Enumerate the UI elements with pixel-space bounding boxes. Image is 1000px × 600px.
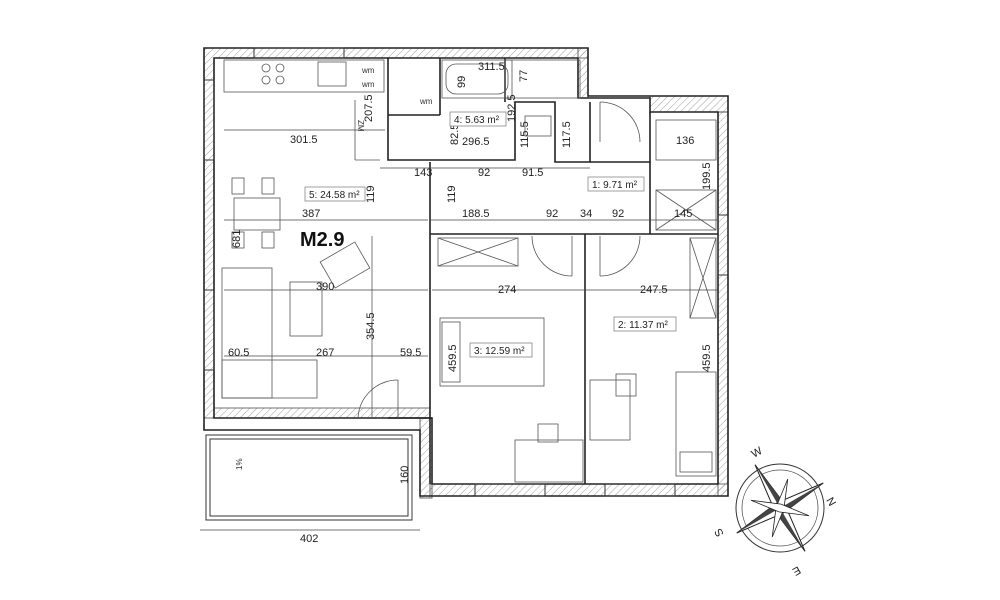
dim-390: 390: [316, 281, 334, 293]
compass-south: S: [713, 526, 727, 538]
slope-marker: 1%: [235, 458, 244, 470]
room-label-5: 5: 24.58 m²: [309, 190, 360, 201]
dim-119-a: 119: [365, 185, 377, 203]
dim-82-5: 82.5: [449, 124, 461, 145]
compass-west: W: [750, 445, 766, 461]
dim-354-5: 354.5: [365, 312, 377, 340]
dim-77: 77: [518, 70, 530, 82]
dim-145: 145: [674, 208, 692, 220]
room-label-4: 4: 5.63 m²: [454, 115, 500, 126]
dim-60-5: 60.5: [228, 347, 249, 359]
dim-59-5: 59.5: [400, 347, 421, 359]
room-label-1: 1: 9.71 m²: [592, 180, 638, 191]
dim-92-a: 92: [478, 167, 490, 179]
dim-192-5: 192.5: [506, 94, 518, 122]
fixture-markers: wm wm wm ZM 1%: [235, 66, 433, 470]
dim-160: 160: [399, 466, 411, 484]
unit-label: M2.9: [300, 229, 344, 251]
dim-274: 274: [498, 284, 516, 296]
furniture: [221, 59, 717, 483]
dim-247-5: 247.5: [640, 284, 668, 296]
dim-119-b: 119: [446, 185, 458, 203]
room-labels: 5: 24.58 m² 4: 5.63 m² 1: 9.71 m² 3: 12.…: [300, 111, 677, 358]
dim-92-c: 92: [612, 208, 624, 220]
balcony: [205, 434, 413, 521]
dim-267: 267: [316, 347, 334, 359]
dim-296-5: 296.5: [462, 136, 490, 148]
room-label-2: 2: 11.37 m²: [618, 320, 669, 331]
dimension-labels: 311.5 99 77 207.5 192.5 82.5 296.5 115.5…: [228, 61, 713, 545]
wall-outline: [203, 47, 729, 497]
dim-207-5: 207.5: [363, 94, 375, 122]
dimension-lines: [200, 129, 718, 531]
dim-311-5: 311.5: [478, 61, 505, 73]
dim-92-b: 92: [546, 208, 558, 220]
dim-459-5-b: 459.5: [701, 344, 713, 372]
compass-north: N: [823, 496, 837, 509]
dim-188-5: 188.5: [462, 208, 490, 220]
wm-marker-1: wm: [361, 66, 375, 75]
dim-387: 387: [302, 208, 320, 220]
zm-marker: ZM: [356, 120, 365, 132]
wm-marker-2: wm: [361, 80, 375, 89]
wm-marker-3: wm: [419, 97, 433, 106]
compass-east: E: [790, 563, 802, 577]
dim-301-5: 301.5: [290, 134, 318, 146]
doors: [357, 101, 641, 419]
dim-136: 136: [676, 135, 694, 147]
dim-459-5-a: 459.5: [447, 344, 459, 372]
dim-143: 143: [414, 167, 432, 179]
room-label-3: 3: 12.59 m²: [474, 346, 525, 357]
dim-91-5: 91.5: [522, 167, 543, 179]
dim-34: 34: [580, 208, 592, 220]
dim-99: 99: [456, 76, 468, 88]
dim-681: 681: [231, 230, 243, 248]
dim-115-5: 115.5: [519, 121, 531, 148]
dim-117-5: 117.5: [561, 121, 573, 148]
compass-rose: N E S W: [713, 445, 838, 578]
dim-402: 402: [300, 533, 318, 545]
dim-199-5: 199.5: [701, 162, 713, 190]
